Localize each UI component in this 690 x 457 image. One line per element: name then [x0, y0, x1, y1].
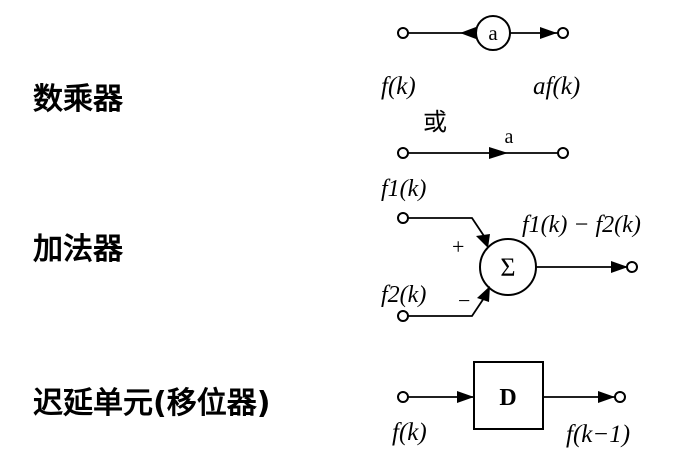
- adder-input1-terminal: [397, 212, 409, 224]
- multiplier-circle-diagram: a f(k) af(k): [381, 15, 580, 100]
- multiplier-alt-gain-label: a: [505, 126, 514, 148]
- multiplier-output-arrow: [540, 27, 557, 39]
- section-label-scalar-multiplier: 数乘器: [33, 82, 124, 117]
- multiplier-alt-output-terminal: [557, 147, 569, 159]
- multiplier-output-terminal: [557, 27, 569, 39]
- adder-output-terminal: [626, 261, 638, 273]
- adder-input2-label: f2(k): [381, 282, 426, 308]
- multiplier-input-label: f(k): [381, 73, 416, 100]
- multiplier-alt-input-terminal: [397, 147, 409, 159]
- adder-output-label: f1(k) − f2(k): [522, 212, 641, 238]
- delay-input-terminal: [397, 391, 409, 403]
- adder-input2-terminal: [397, 310, 409, 322]
- adder-minus-sign: −: [458, 288, 470, 313]
- section-label-adder: 加法器: [33, 232, 124, 267]
- adder-input2-arrow: [477, 286, 490, 302]
- multiplier-alt-arrow: [489, 147, 508, 159]
- delay-input-label: f(k): [392, 419, 427, 446]
- adder-output-arrow: [611, 261, 628, 273]
- delay-output-arrow: [598, 391, 615, 403]
- adder-diagram: f1(k) + Σ f2(k) − f1(k) − f2(k): [381, 176, 641, 322]
- adder-sigma-symbol: Σ: [500, 253, 515, 282]
- delay-output-terminal: [614, 391, 626, 403]
- multiplier-input-arrow: [460, 27, 476, 39]
- delay-block: [473, 361, 544, 430]
- adder-input1-arrow: [476, 234, 490, 248]
- delay-block-label: D: [499, 385, 516, 411]
- adder-input1-line: [405, 217, 485, 237]
- adder-input1-label: f1(k): [381, 176, 426, 202]
- or-text: 或: [423, 109, 447, 136]
- adder-plus-sign: +: [452, 234, 464, 259]
- delay-diagram: D f(k) f(k−1): [392, 361, 630, 448]
- multiplier-gain-label: a: [488, 21, 498, 45]
- delay-output-label: f(k−1): [566, 421, 630, 448]
- adder-input2-line: [405, 297, 485, 317]
- section-label-delay-unit: 迟延单元(移位器): [33, 386, 270, 421]
- multiplier-input-terminal: [397, 27, 409, 39]
- multiplier-output-label: af(k): [533, 73, 580, 100]
- delay-input-arrow: [457, 391, 474, 403]
- multiplier-line-diagram: a: [397, 126, 569, 159]
